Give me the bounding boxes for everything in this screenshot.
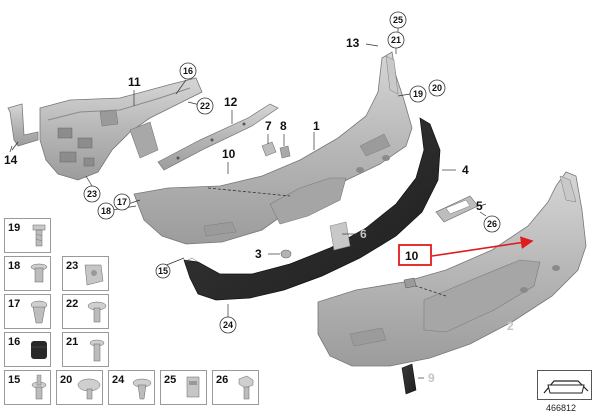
callout-19: 19 <box>409 85 427 103</box>
cell-number: 21 <box>66 336 79 348</box>
callout-22: 22 <box>196 97 214 115</box>
table-cell-21: 21 <box>62 332 109 367</box>
dome-clip-icon <box>77 378 101 400</box>
cell-number: 17 <box>8 298 21 310</box>
callout-6: 6 <box>360 227 367 241</box>
expansion-nut-icon <box>30 263 48 283</box>
plastic-nut-icon <box>186 376 200 398</box>
part-9-clip <box>401 363 417 395</box>
table-cell-23: 23 <box>62 256 109 291</box>
cell-number: 23 <box>66 260 79 272</box>
part-6-cover <box>329 221 351 251</box>
circled-callouts: 15 16 17 18 19 20 21 22 23 24 25 26 <box>83 11 501 334</box>
callout-10a: 10 <box>222 147 236 161</box>
part-1-front-bumper <box>133 51 413 245</box>
part-14-bracket <box>7 103 39 151</box>
spreader-clip-icon <box>132 378 152 400</box>
cell-number: 16 <box>8 336 21 348</box>
diagram-number: 466812 <box>546 403 577 413</box>
bolt-icon <box>89 339 105 362</box>
push-rivet-icon <box>31 374 47 400</box>
highlight-arrow <box>431 236 534 257</box>
svg-text:26: 26 <box>487 219 497 229</box>
clip-nut-icon <box>84 264 104 286</box>
callout-5: 5 <box>476 199 483 213</box>
callout-4: 4 <box>462 163 469 177</box>
cell-number: 15 <box>8 374 21 386</box>
callout-26: 26 <box>483 215 501 233</box>
highlight-box <box>398 244 432 266</box>
table-cell-24: 24 <box>108 370 155 405</box>
table-cell-17: 17 <box>4 294 51 329</box>
rubber-buffer-icon <box>31 341 47 359</box>
part-3-plug <box>280 249 292 259</box>
part-4-lower-spoiler <box>183 117 441 301</box>
cell-number: 24 <box>112 374 125 386</box>
callout-25: 25 <box>389 11 407 29</box>
callout-18: 18 <box>97 202 115 220</box>
rivet-icon <box>87 301 107 323</box>
callout-10b: 10 <box>405 249 419 263</box>
svg-text:16: 16 <box>183 66 193 76</box>
table-cell-16: 16 <box>4 332 51 367</box>
callout-14: 14 <box>4 153 18 167</box>
table-cell-26: 26 <box>212 370 259 405</box>
part-8-clip <box>279 145 291 159</box>
callout-17: 17 <box>113 193 131 211</box>
svg-text:15: 15 <box>158 266 168 276</box>
hex-screw-icon <box>238 375 254 400</box>
callout-labels: 1 2 3 4 5 6 7 8 9 10 10 11 12 13 14 <box>4 36 514 385</box>
cell-number: 26 <box>216 374 229 386</box>
svg-text:24: 24 <box>223 320 233 330</box>
table-cell-18: 18 <box>4 256 51 291</box>
svg-text:22: 22 <box>200 101 210 111</box>
cell-number: 25 <box>164 374 177 386</box>
callout-13: 13 <box>346 36 360 50</box>
grommet-icon <box>30 300 48 324</box>
part-11-carrier <box>39 77 203 181</box>
svg-text:17: 17 <box>117 197 127 207</box>
fastener-table: 19 18 23 17 22 16 21 15 20 24 25 <box>4 218 259 414</box>
table-cell-15: 15 <box>4 370 51 405</box>
callout-11: 11 <box>128 75 141 89</box>
orientation-legend <box>537 370 592 400</box>
svg-text:18: 18 <box>101 206 111 216</box>
callout-15: 15 <box>155 263 171 279</box>
svg-text:25: 25 <box>393 15 403 25</box>
callout-2: 2 <box>507 319 514 333</box>
cell-number: 20 <box>60 374 73 386</box>
car-orientation-icon <box>543 380 589 394</box>
table-cell-25: 25 <box>160 370 207 405</box>
callout-7: 7 <box>265 119 272 133</box>
callout-21: 21 <box>387 31 405 49</box>
callout-23: 23 <box>83 185 101 203</box>
svg-text:23: 23 <box>87 189 97 199</box>
callout-8: 8 <box>280 119 287 133</box>
screw-icon <box>32 224 46 247</box>
svg-text:20: 20 <box>432 83 442 93</box>
cell-number: 19 <box>8 222 21 234</box>
highlight-callout[interactable] <box>398 236 534 266</box>
cell-number: 18 <box>8 260 21 272</box>
callout-1: 1 <box>313 119 320 133</box>
svg-text:19: 19 <box>413 89 423 99</box>
table-cell-19: 19 <box>4 218 51 253</box>
part-2-rear-bumper <box>317 171 587 367</box>
callout-20: 20 <box>428 79 446 97</box>
callout-12: 12 <box>224 95 238 109</box>
table-cell-20: 20 <box>56 370 103 405</box>
part-7-clip <box>261 141 277 157</box>
callout-16: 16 <box>179 62 197 80</box>
callout-9: 9 <box>428 371 435 385</box>
cell-number: 22 <box>66 298 79 310</box>
part-12-strip <box>157 103 279 171</box>
callout-3: 3 <box>255 247 262 261</box>
callout-24: 24 <box>219 316 237 334</box>
part-5-mount <box>435 195 479 223</box>
svg-text:21: 21 <box>391 35 401 45</box>
table-cell-22: 22 <box>62 294 109 329</box>
